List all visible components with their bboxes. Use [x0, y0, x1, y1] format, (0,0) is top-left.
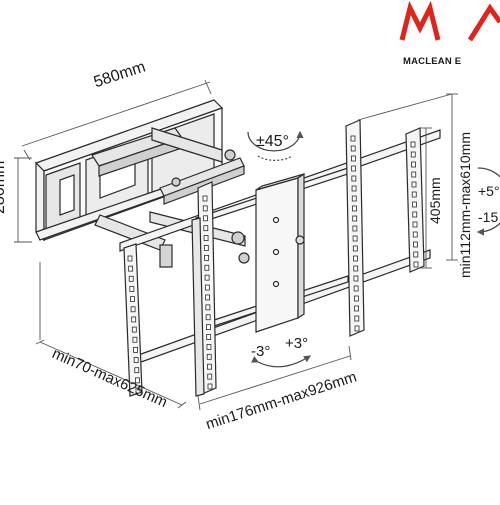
strap-slot [202, 205, 208, 212]
strap-slot [350, 145, 356, 152]
strap-slot [411, 181, 417, 188]
strap-slot [207, 383, 213, 390]
label-level-plus: +3° [285, 335, 309, 352]
strap-slot [353, 275, 359, 282]
strap-slot [131, 326, 137, 333]
strap-slot [134, 367, 140, 374]
vertical-strap-left [123, 181, 217, 397]
strap-slot [203, 245, 209, 251]
strap-slot [412, 231, 418, 238]
strap-slot [127, 255, 133, 262]
strap-slot [352, 215, 358, 222]
strap-slot [131, 316, 137, 323]
strap-slot [351, 175, 357, 182]
label-tilt-up: +5° [478, 183, 500, 199]
strap-slot [207, 373, 213, 380]
strap-slot [411, 191, 417, 198]
dimension-lines [14, 79, 458, 411]
strap-slot [413, 261, 419, 268]
strap-slot [129, 286, 135, 292]
strap-slot [135, 387, 141, 394]
strap-slot [204, 254, 209, 261]
strap-slot [204, 264, 210, 271]
brand-name: MACLEAN E [403, 56, 462, 67]
strap-slot [203, 215, 208, 222]
strap-slot [410, 151, 416, 158]
strap-slot [351, 165, 357, 172]
strap-slot [130, 296, 135, 303]
swivel-arrow-icon [247, 130, 304, 161]
strap-slot [133, 357, 139, 363]
strap-slot [354, 315, 360, 322]
strap-slot [351, 185, 357, 192]
strap-slot [203, 235, 209, 241]
tilt-arrow-icon [476, 167, 500, 236]
strap-slot [132, 336, 138, 343]
strap-slot [354, 325, 360, 332]
adapter-plate [255, 172, 305, 333]
strap-slot [352, 235, 358, 242]
level-arrow-icon [251, 355, 312, 368]
strap-slot [206, 324, 211, 331]
strap-slots [127, 135, 419, 394]
strap-slot [413, 241, 418, 248]
strap-slot [412, 211, 418, 218]
brand-logo-icon [399, 0, 500, 42]
strap-slot [134, 377, 140, 384]
strap-slot [412, 221, 418, 228]
strap-slot [133, 346, 138, 353]
label-hole-vertical: min112mm-max610mm [457, 132, 473, 278]
strap-slot [352, 205, 357, 212]
strap-slot [353, 255, 358, 262]
strap-slot [206, 353, 212, 360]
strap-slot [203, 225, 209, 232]
strap-slot [411, 161, 416, 168]
label-level-minus: -3° [251, 343, 271, 360]
label-swivel-angle: ±45° [256, 133, 289, 150]
label-plate-height: 405mm [427, 177, 443, 224]
strap-slot [354, 305, 359, 312]
strap-slot [411, 171, 417, 178]
strap-slot [352, 245, 358, 252]
label-tilt-down: -15 [478, 209, 499, 225]
strap-slot [130, 306, 136, 313]
strap-slot [204, 284, 210, 291]
strap-slot [353, 265, 359, 272]
strap-slot [205, 314, 211, 321]
strap-slot [205, 294, 211, 301]
strap-slot [412, 201, 417, 208]
strap-slot [350, 135, 356, 142]
strap-slot [128, 275, 134, 282]
label-depth-height: 286mm [0, 160, 8, 214]
strap-slot [202, 195, 208, 202]
strap-slot [353, 295, 359, 302]
strap-slot [410, 141, 416, 148]
strap-slot [206, 344, 212, 350]
strap-slot [352, 225, 358, 232]
strap-slot [207, 363, 212, 370]
strap-slot [128, 265, 134, 272]
strap-slot [413, 251, 419, 258]
strap-slot [206, 334, 212, 340]
strap-slot [205, 304, 211, 311]
strap-slot [204, 274, 210, 281]
strap-slot [351, 195, 357, 202]
strap-slot [351, 155, 356, 162]
strap-slot [353, 285, 359, 292]
